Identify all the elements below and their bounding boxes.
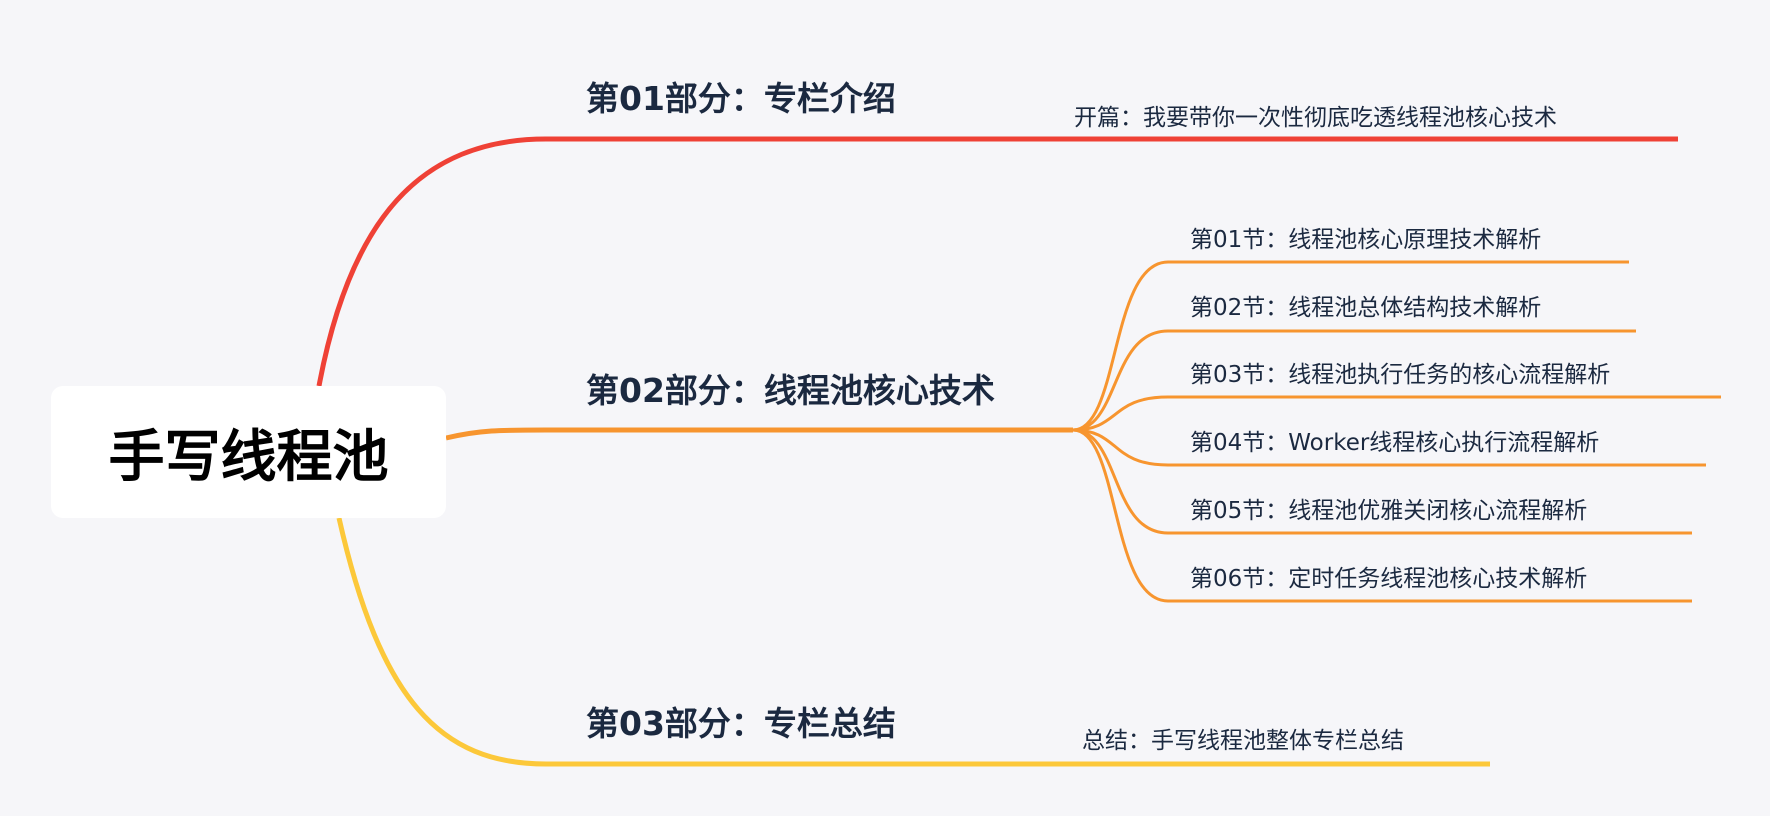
part2-item-3[interactable]: 第03节：线程池执行任务的核心流程解析	[1190, 362, 1611, 388]
branch-part2-connector	[445, 427, 1073, 441]
sub-connector-1	[1072, 260, 1629, 432]
part2-title[interactable]: 第02部分：线程池核心技术	[586, 371, 995, 410]
part3-item-1[interactable]: 总结：手写线程池整体专栏总结	[1082, 728, 1404, 754]
part2-item-1[interactable]: 第01节：线程池核心原理技术解析	[1190, 227, 1542, 253]
part2-item-6[interactable]: 第06节：定时任务线程池核心技术解析	[1190, 566, 1588, 592]
part3-title[interactable]: 第03部分：专栏总结	[586, 704, 896, 743]
part2-item-4[interactable]: 第04节：Worker线程核心执行流程解析	[1190, 430, 1600, 456]
sub-connector-3	[1072, 395, 1721, 432]
sub-connector-2	[1072, 329, 1636, 432]
part2-item-2[interactable]: 第02节：线程池总体结构技术解析	[1190, 295, 1542, 321]
part2-item-5[interactable]: 第05节：线程池优雅关闭核心流程解析	[1190, 498, 1588, 524]
branch-part3-connector	[336, 517, 1490, 767]
sub-connector-4	[1072, 428, 1706, 467]
part1-item-1[interactable]: 开篇：我要带你一次性彻底吃透线程池核心技术	[1074, 105, 1557, 131]
branch-part1-connector	[316, 136, 1678, 387]
sub-connector-5	[1072, 428, 1692, 535]
root-node[interactable]: 手写线程池	[51, 386, 446, 518]
part1-title[interactable]: 第01部分：专栏介绍	[586, 79, 896, 118]
sub-connector-6	[1072, 428, 1692, 603]
